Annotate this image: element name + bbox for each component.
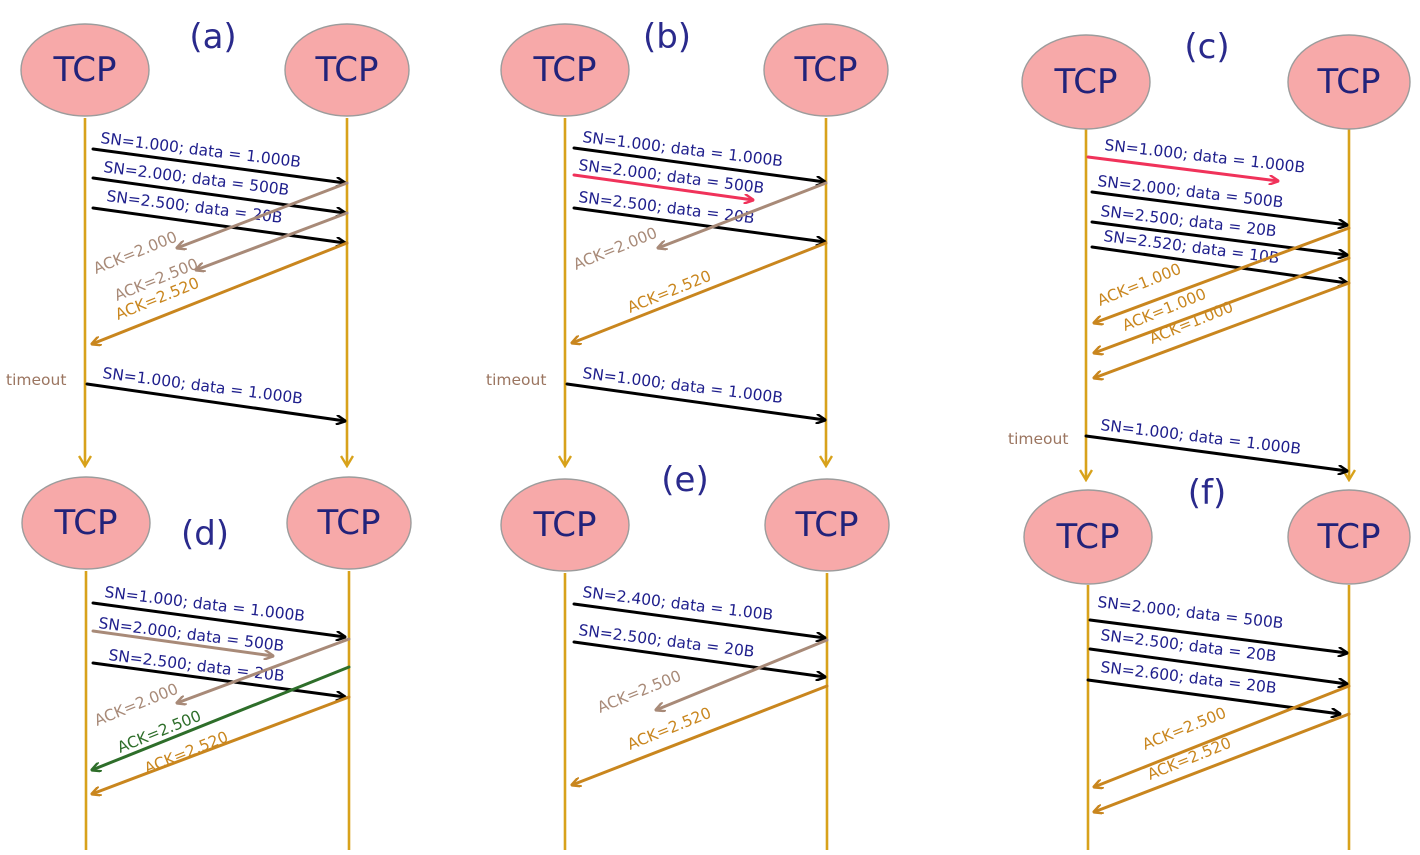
tcp-node-right-label: TCP xyxy=(1316,62,1380,102)
segment-arrow xyxy=(91,206,345,243)
delayed-segment-arrow xyxy=(91,629,273,656)
tcp-node-right xyxy=(284,23,410,117)
segment-arrow xyxy=(572,640,825,677)
panel-label: (a) xyxy=(189,17,236,57)
tcp-node-left-label: TCP xyxy=(1053,62,1117,102)
tcp-node-left-label: TCP xyxy=(53,503,117,543)
segment-arrow xyxy=(572,602,825,638)
tcp-node-right xyxy=(764,478,890,572)
ack-arrow xyxy=(177,181,349,248)
tcp-node-left-label: TCP xyxy=(52,50,116,90)
tcp-node-left xyxy=(1021,34,1151,130)
segment-arrow xyxy=(572,206,825,242)
tcp-node-right-label: TCP xyxy=(314,50,378,90)
panel-label: (c) xyxy=(1184,27,1229,67)
tcp-node-left xyxy=(500,23,630,117)
tcp-node-right-label: TCP xyxy=(793,50,857,90)
panel-label: (d) xyxy=(181,514,229,554)
segment-arrow xyxy=(572,146,825,182)
ack-arrow xyxy=(92,241,349,344)
ack-label: ACK=2.000 xyxy=(571,224,660,274)
panel-label: (b) xyxy=(643,17,691,57)
segment-arrow xyxy=(1090,220,1347,255)
segment-arrow xyxy=(1090,245,1347,283)
tcp-node-left xyxy=(20,23,150,117)
tcp-node-left xyxy=(21,476,151,570)
tcp-node-right-label: TCP xyxy=(316,503,380,543)
panel-label: (f) xyxy=(1188,473,1227,513)
timeout-label: timeout xyxy=(1008,430,1068,448)
segment-label: SN=2.000; data = 500B xyxy=(1097,593,1285,632)
lost-segment-arrow xyxy=(1086,155,1278,181)
tcp-node-left xyxy=(1023,489,1153,585)
tcp-node-right xyxy=(1287,489,1411,585)
segment-arrow xyxy=(1084,434,1347,471)
segment-arrow xyxy=(565,382,825,420)
segment-arrow xyxy=(91,661,345,697)
segment-arrow xyxy=(1088,618,1347,653)
ack-arrow xyxy=(1094,281,1351,378)
ack-arrow xyxy=(658,181,828,248)
panel-label: (e) xyxy=(661,460,708,500)
ack-arrow xyxy=(92,665,351,770)
tcp-node-left-label: TCP xyxy=(532,505,596,545)
segment-arrow xyxy=(1088,647,1347,684)
segment-arrow xyxy=(91,147,345,183)
ack-arrow xyxy=(177,637,351,703)
ack-arrow xyxy=(656,638,829,710)
segment-arrow xyxy=(85,382,345,421)
tcp-node-left xyxy=(500,478,630,572)
ack-arrow xyxy=(1094,226,1351,323)
tcp-node-right xyxy=(286,476,412,570)
segment-arrow xyxy=(91,176,345,213)
timeout-label: timeout xyxy=(6,371,66,389)
ack-arrow xyxy=(92,695,351,794)
tcp-node-left-label: TCP xyxy=(1055,517,1119,557)
tcp-node-left-label: TCP xyxy=(532,50,596,90)
ack-arrow xyxy=(572,241,828,343)
segment-arrow xyxy=(1090,190,1347,225)
ack-arrow xyxy=(1094,256,1351,353)
segment-arrow xyxy=(1086,678,1340,714)
tcp-node-right-label: TCP xyxy=(1316,517,1380,557)
ack-arrow xyxy=(1094,684,1351,787)
ack-arrow xyxy=(572,684,829,785)
tcp-node-right xyxy=(763,23,889,117)
lost-segment-arrow xyxy=(572,173,753,200)
ack-arrow xyxy=(1094,712,1351,812)
segment-label: SN=2.600; data = 20B xyxy=(1100,658,1278,697)
segment-arrow xyxy=(91,601,345,637)
timeout-label: timeout xyxy=(486,371,546,389)
tcp-node-right xyxy=(1287,34,1411,130)
ack-arrow xyxy=(196,211,349,270)
tcp-node-right-label: TCP xyxy=(794,505,858,545)
ack-label: ACK=2.500 xyxy=(595,667,684,717)
